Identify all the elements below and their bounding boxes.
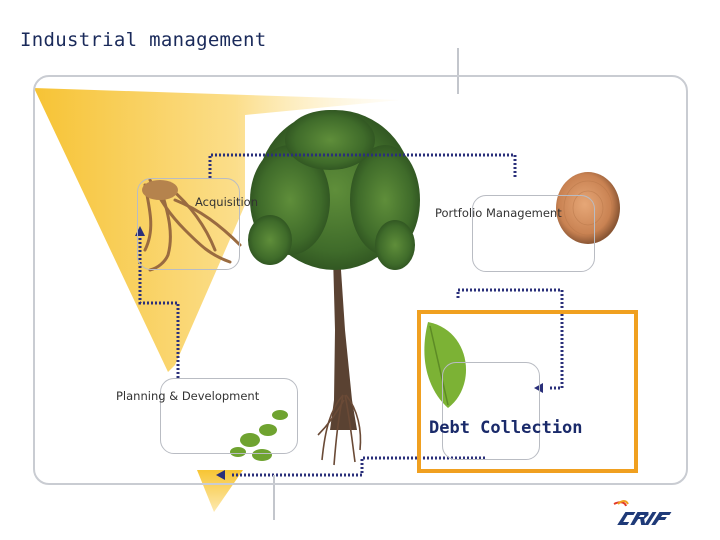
- portfolio-label: Portfolio Management: [435, 206, 562, 220]
- page-title: Industrial management: [20, 29, 267, 51]
- crif-logo: [610, 498, 688, 532]
- acquisition-card: [137, 178, 240, 270]
- debt-collection-label: Debt Collection: [429, 418, 583, 438]
- acquisition-label: Acquisition: [195, 195, 258, 209]
- debt-collection-highlight: [417, 310, 638, 473]
- crif-logo-mark: [610, 498, 688, 532]
- planning-label: Planning & Development: [116, 389, 259, 403]
